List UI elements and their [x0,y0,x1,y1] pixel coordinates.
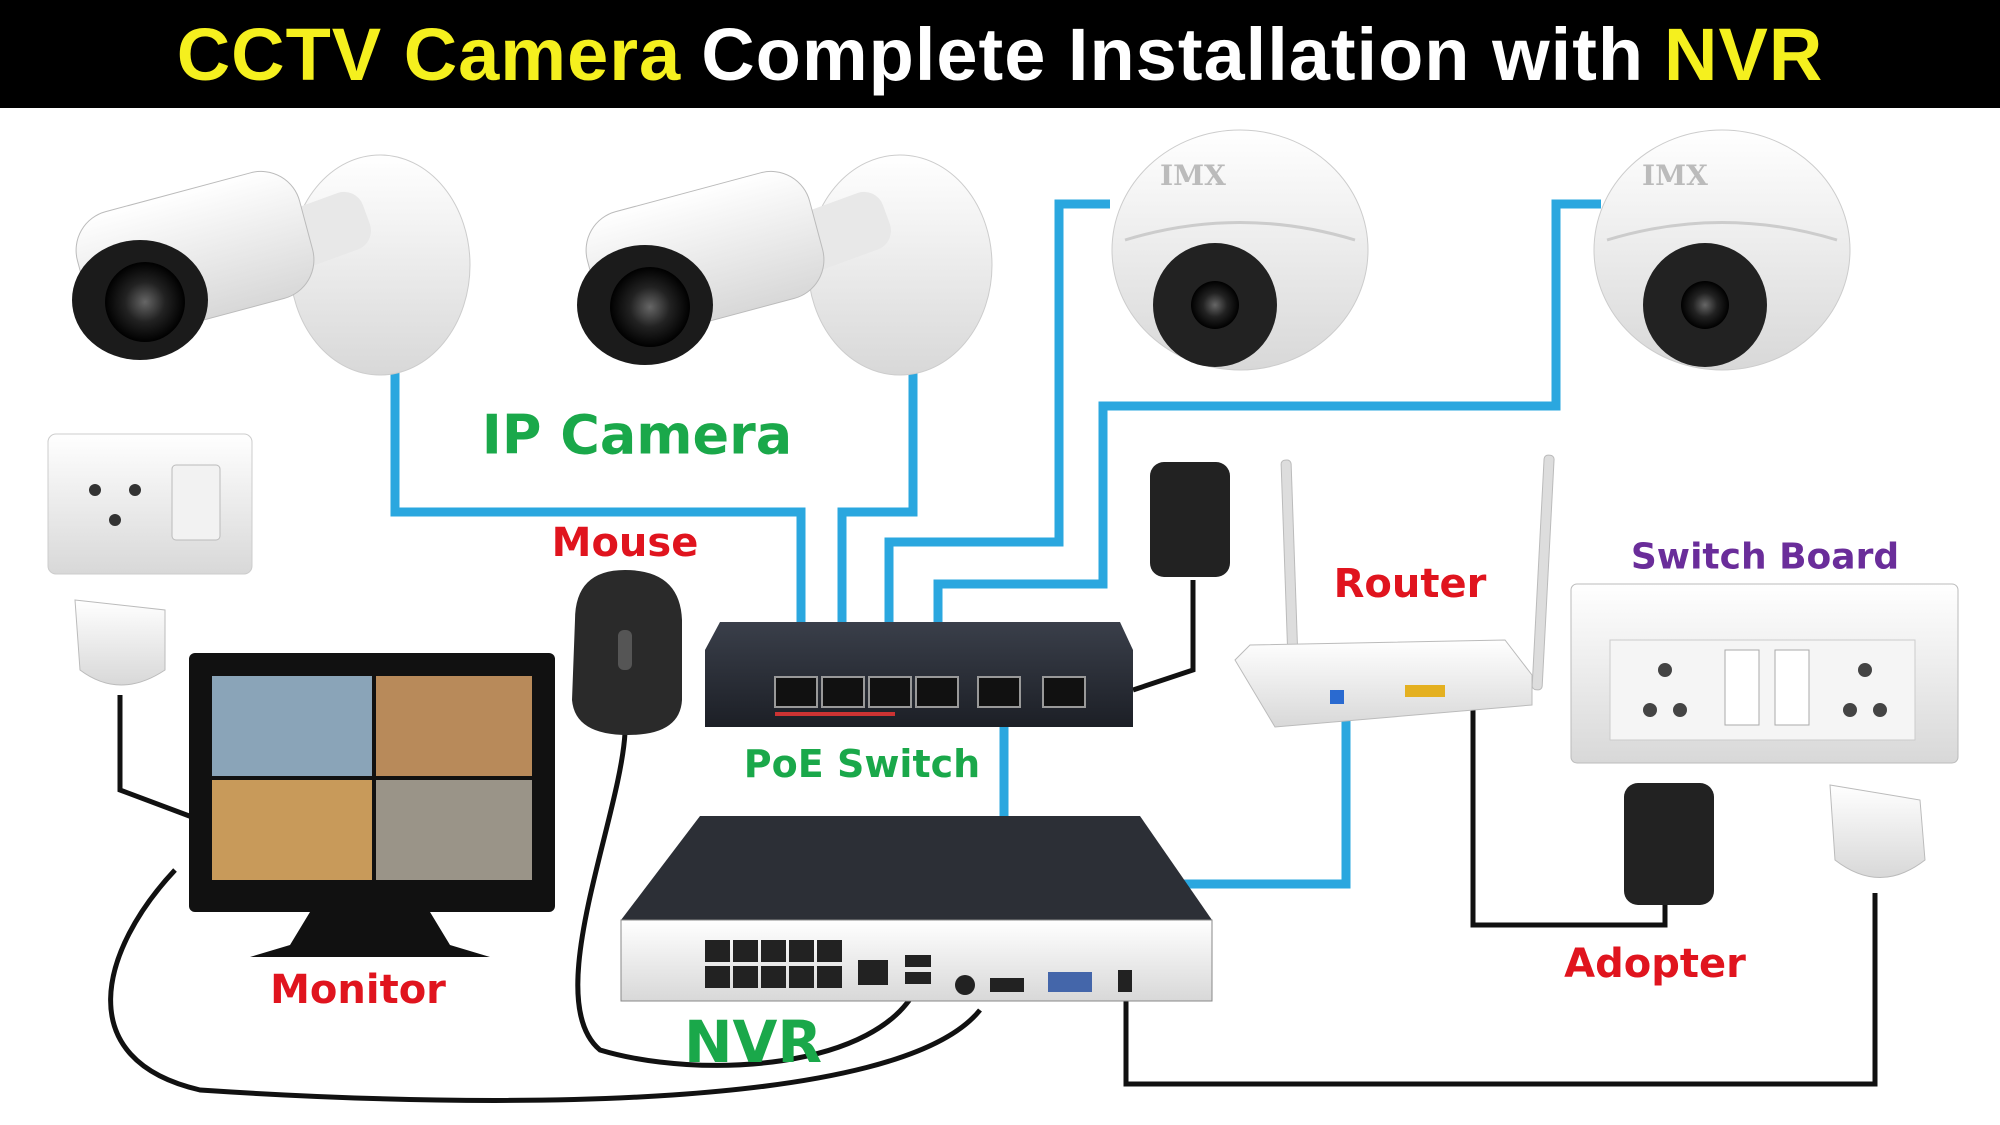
title-part3: NVR [1664,12,1824,96]
power-plug-2 [1829,784,1926,878]
router [1234,454,1555,728]
switch-board [1570,583,1959,764]
svg-text:IMX: IMX [1160,159,1226,192]
poe-adapter-cable [1132,580,1196,693]
power-plug-1 [74,599,166,686]
camera2-cable [837,364,918,689]
bullet-camera-2 [577,154,993,376]
poe-power-adapter [1150,462,1230,577]
nvr-power-cable [1123,893,1878,1087]
monitor-label: Monitor [270,967,446,1013]
title-part2: Complete Installation with [701,12,1645,96]
nvr [620,816,1213,1002]
bullet-camera-1 [72,154,471,376]
mouse [572,570,682,735]
wall-socket [47,433,253,575]
router-label: Router [1333,561,1487,607]
dome-camera-2: IMX [1593,129,1851,371]
camera1-cable [390,357,806,689]
poe-switch [705,622,1133,727]
title-part1: CCTV Camera [176,12,682,96]
switchboard-adapter-cable [1470,695,1668,928]
dome1-cable [884,199,1110,689]
svg-text:IMX: IMX [1642,159,1708,192]
hdmi-cable [108,868,982,1103]
dome2-cable [933,199,1601,689]
nvr-power-adapter [1624,783,1714,905]
ip-camera-label: IP Camera [481,403,793,467]
power-cables [108,580,1878,1103]
mouse-cable [575,732,921,1068]
switch-board-label: Switch Board [1630,536,1900,578]
adapter-label: Adopter [1564,941,1746,987]
monitor-power-cable [117,695,201,823]
monitor [189,653,555,957]
mouse-label: Mouse [551,520,699,566]
poe-switch-label: PoE Switch [743,742,981,786]
dome-camera-1: IMX [1111,129,1369,371]
title-banner: CCTV Camera Complete Installation with N… [0,0,2000,108]
nvr-label: NVR [683,1008,823,1076]
